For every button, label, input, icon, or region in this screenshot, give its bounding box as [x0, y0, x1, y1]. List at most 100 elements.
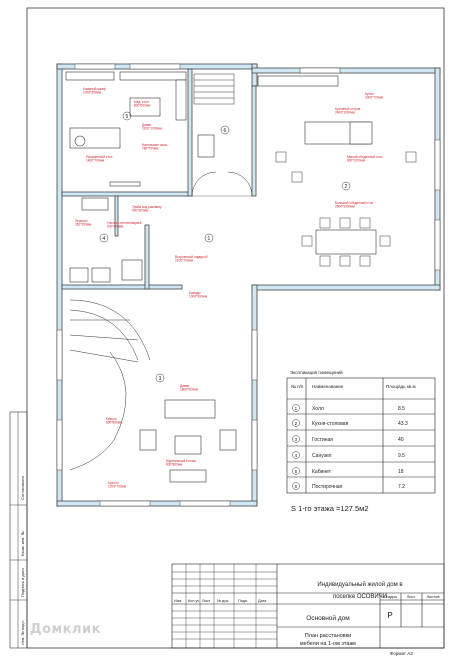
furniture-size: 2100*700мм: [175, 259, 193, 263]
furniture-size: 600*400мм: [107, 225, 123, 229]
tb-col-header: Подп.: [238, 599, 248, 603]
row-area: 40: [398, 437, 404, 443]
total-area: S 1-го этажа =127.5м2: [291, 504, 369, 513]
furniture-name: Зеркало: [75, 219, 88, 223]
furniture-name: Журнальный столик: [166, 459, 196, 463]
furniture-size: 1800*900мм: [180, 388, 198, 392]
furniture-name: Тумба под раковину: [132, 205, 162, 209]
row-area: 43.3: [398, 421, 408, 427]
row-number-circle: [292, 467, 300, 475]
drawing-frame: [26, 7, 445, 649]
furniture-size: 1000*500мм: [189, 295, 207, 299]
row-name: Постирочная: [312, 484, 343, 490]
furniture-name: Кресло: [108, 481, 119, 485]
row-number: 1: [295, 406, 298, 411]
room-number-circle: [341, 181, 351, 191]
sheet-name-line-1: План расстановки: [305, 633, 351, 639]
row-area: 7.2: [398, 484, 405, 490]
furniture-name: Комоды: [189, 291, 201, 295]
furniture-size: 2400*1000мм: [335, 111, 355, 115]
furniture-name: Мягкий обеденный стол: [347, 155, 382, 159]
furniture-name: Кресло: [106, 417, 117, 421]
room-number: 3: [159, 376, 162, 382]
header-num: № п/п: [291, 384, 304, 389]
furniture-name: Напольные часы: [142, 143, 168, 147]
row-number-circle: [292, 404, 300, 412]
tb-col-header: Дата: [258, 599, 267, 603]
furniture-name: Письменный стол: [86, 155, 112, 159]
explication-title: Экспликация помещений: [290, 369, 343, 375]
row-number-circle: [292, 451, 300, 459]
room-number-circle: [204, 233, 214, 243]
furniture-size: 500*300мм: [132, 209, 148, 213]
furniture-size: 800*800мм: [166, 463, 182, 467]
furniture-name: Унитаз с инсталляцией: [107, 221, 142, 225]
header-area: Площадь кв.м: [386, 384, 416, 389]
furniture-size: 800*1000мм: [347, 159, 365, 163]
tb-col-header: Кол.уч: [188, 599, 199, 603]
sheets-header: Листов: [427, 594, 440, 599]
room-number: 1: [208, 236, 211, 242]
room-number-circle: [99, 233, 109, 243]
table-row: 4 Санузел 9.5: [292, 451, 405, 459]
row-number: 4: [295, 453, 298, 458]
watermark: Домклик: [30, 622, 101, 637]
furniture-size: 2200*1000мм: [142, 127, 162, 131]
side-label-1: Подпись и дата: [20, 567, 25, 597]
room-number-circle: [122, 111, 132, 121]
furniture-name: Встроенный гардероб: [175, 255, 208, 259]
sheet-header: Лист: [407, 594, 416, 599]
furniture-size: 1400*700мм: [86, 159, 104, 163]
room-number: 4: [103, 236, 106, 242]
stage-header: Стадия: [383, 594, 397, 599]
side-label-2: Инв. № подл.: [20, 620, 25, 645]
furniture-size: 2600*1000мм: [335, 205, 355, 209]
project-line-1: Индивидуальный жилой дом в: [317, 581, 402, 588]
room-number: 2: [345, 184, 348, 190]
sheet-name-line-2: мебели на 1-ом этаже: [300, 641, 356, 647]
side-label-0: Взам. инв. №: [20, 531, 25, 556]
furniture-size: 800*500мм: [134, 104, 150, 108]
row-number: 6: [295, 484, 298, 489]
room-number-circle: [220, 125, 230, 135]
tb-col-header: Лист: [202, 599, 211, 603]
row-number: 5: [295, 469, 298, 474]
side-stamp: Согласовано Взам. инв. № Подпись и дата …: [9, 411, 28, 649]
floor-plan: [56, 63, 441, 507]
furniture-size: 800*800мм: [106, 421, 122, 425]
header-name: Наименование: [312, 384, 344, 389]
row-number: 3: [295, 437, 298, 442]
furniture-name: Мед. стол: [134, 100, 149, 104]
side-label-top: Согласовано: [20, 475, 25, 500]
tb-col-header: № док.: [217, 599, 229, 603]
room-number: 5: [126, 114, 129, 120]
furniture-size: 780*700мм: [142, 147, 158, 151]
row-name: Санузел: [312, 453, 332, 459]
furniture-name: Диван: [142, 123, 151, 127]
furniture-name: Диван: [180, 384, 189, 388]
tb-col-header: Изм.: [174, 599, 182, 603]
format-label: Формат А3: [390, 651, 413, 656]
row-area: 9.5: [398, 453, 405, 459]
row-name: Кабинет: [312, 469, 332, 475]
row-area: 18: [398, 469, 404, 475]
